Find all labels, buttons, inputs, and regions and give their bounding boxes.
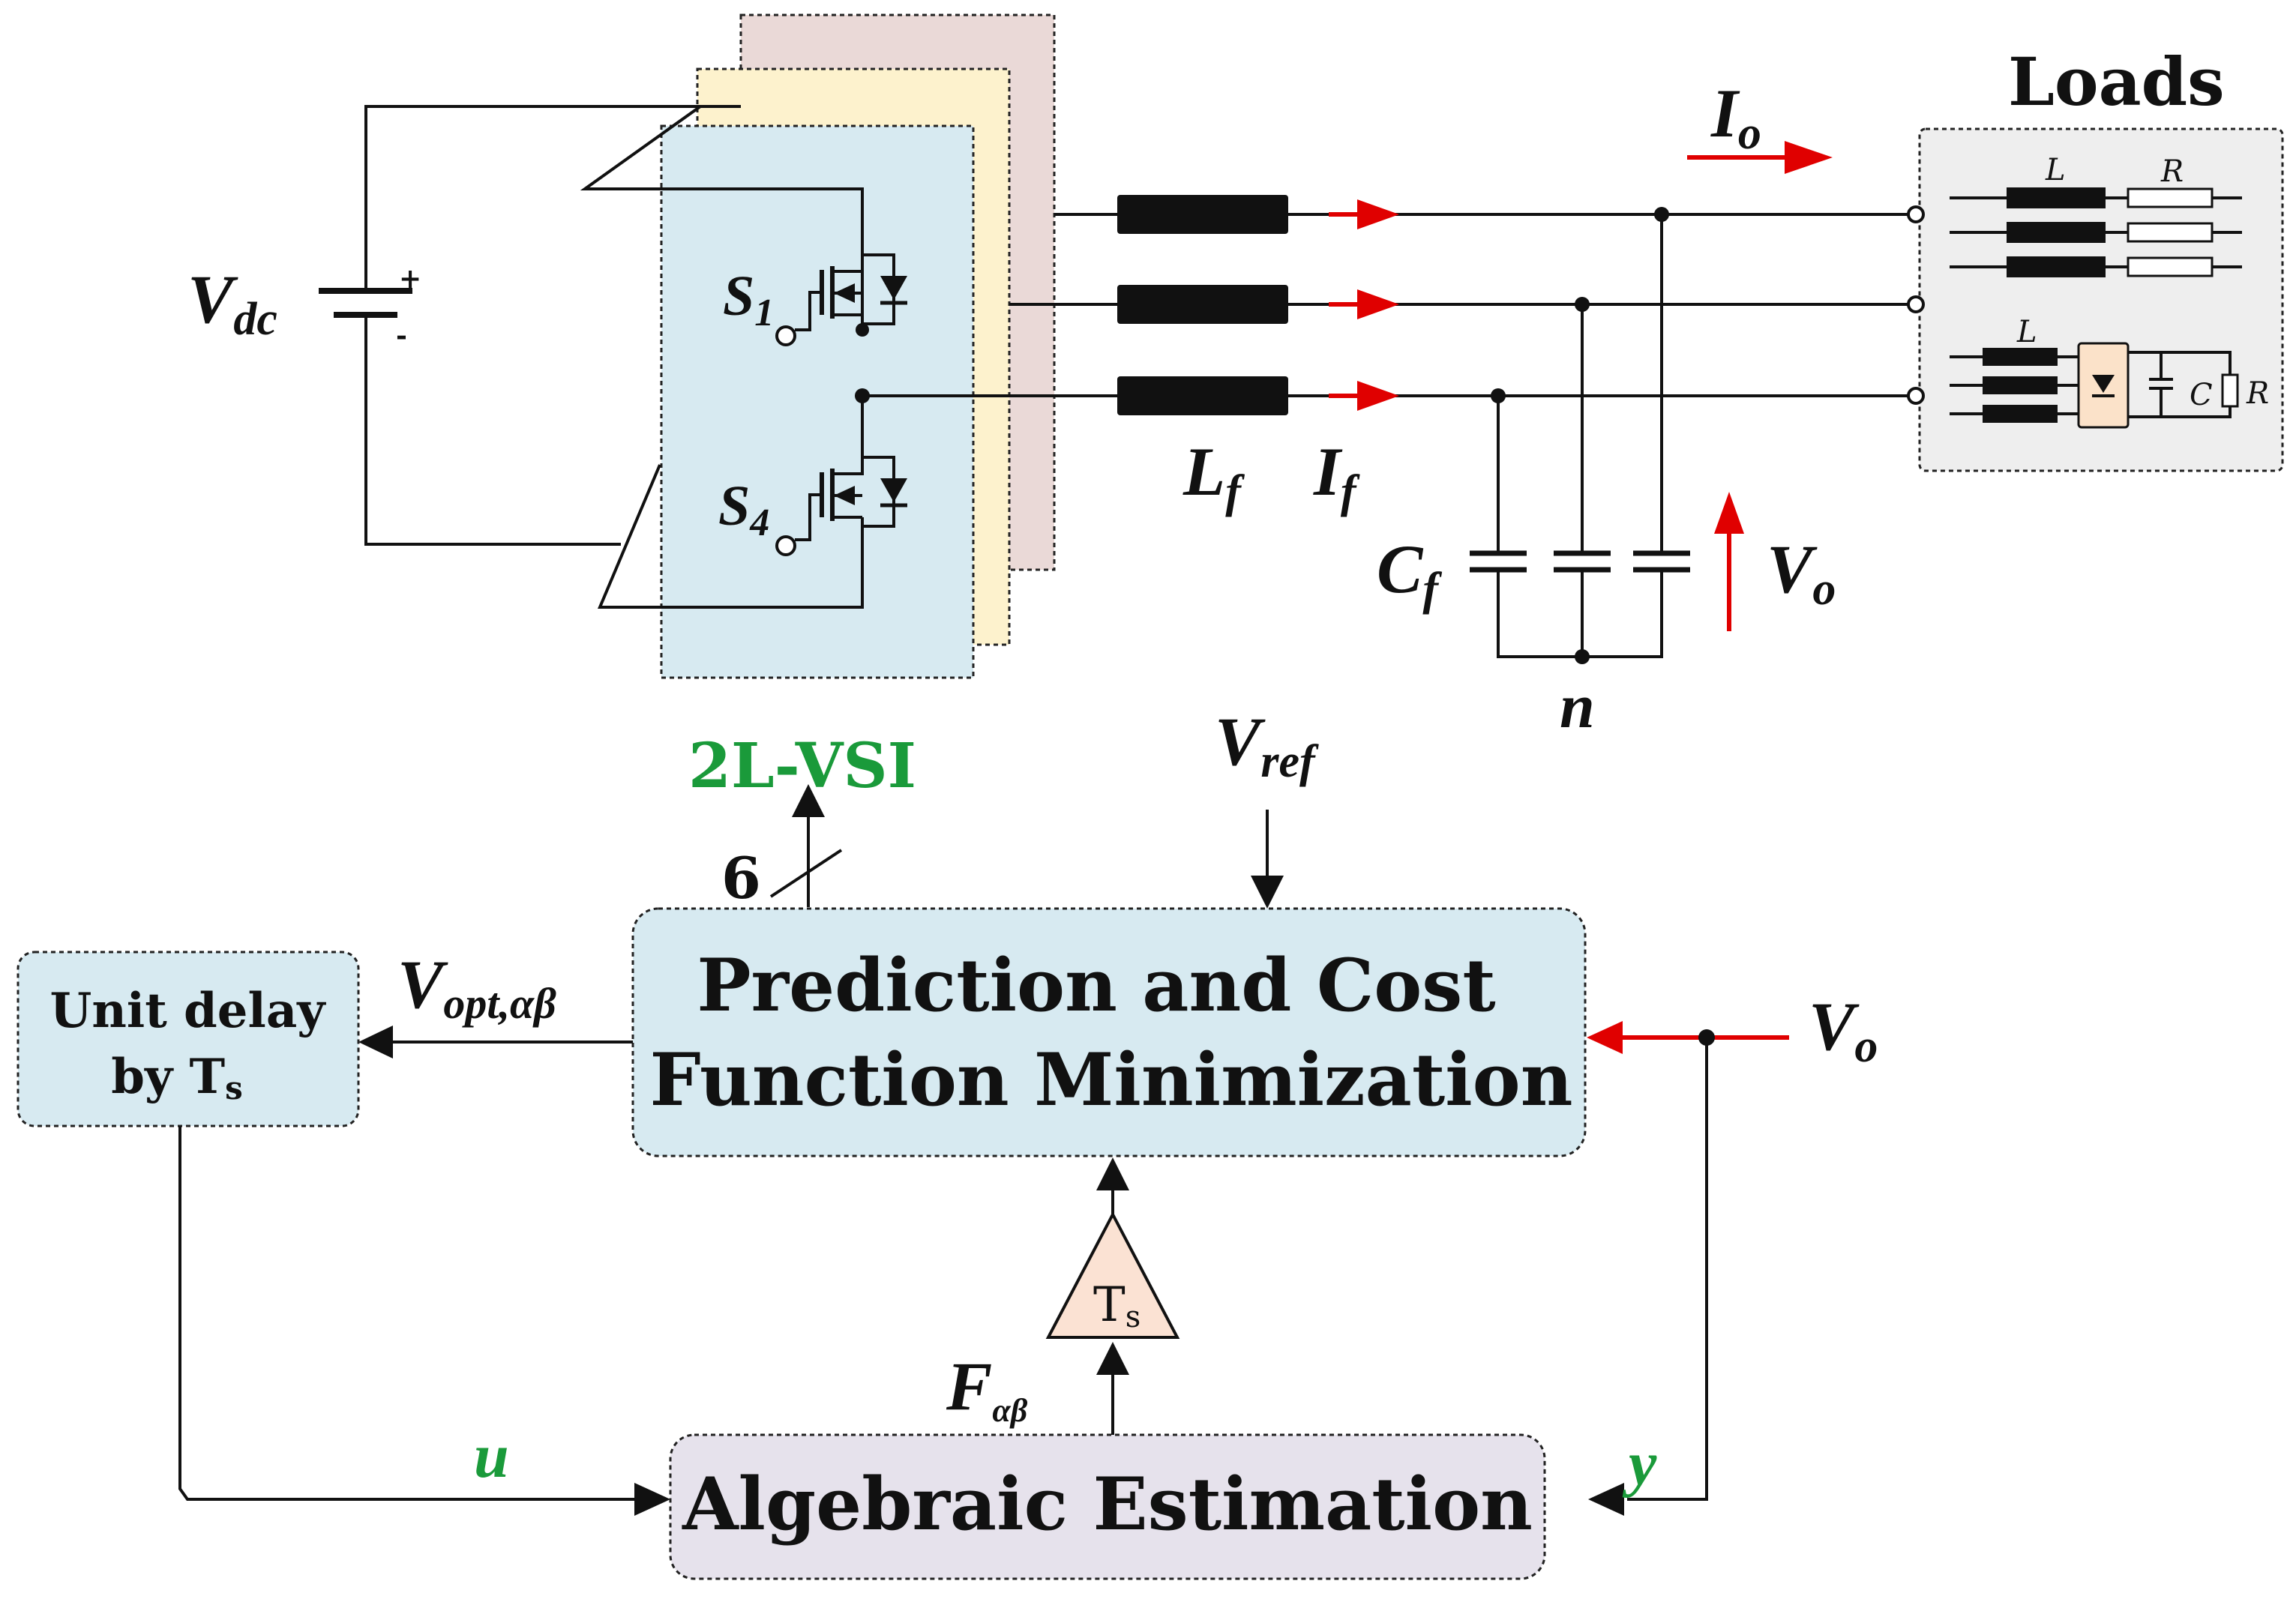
f-alphabeta-arrow [1096, 1342, 1129, 1435]
vopt-arrow [358, 1026, 633, 1059]
if-current-arrows [1329, 199, 1399, 411]
algebraic-estimation-label: Algebraic Estimation [682, 1462, 1533, 1547]
switch-s1-icon [775, 240, 907, 346]
vopt-label: Vopt,αβ [397, 946, 556, 1028]
power-circuit: + - Vdc S1 [187, 13, 2284, 741]
vo-feedback-label: Vo [1809, 988, 1878, 1072]
if-label: If [1313, 433, 1360, 517]
battery-minus: - [396, 320, 407, 352]
rl-load-icon [1950, 187, 2242, 277]
vdc-label: Vdc [187, 261, 277, 345]
switch-s4-icon [775, 396, 907, 607]
prediction-block-line2: Function Minimization [650, 1038, 1573, 1122]
unit-delay-line1: Unit delay [50, 983, 327, 1039]
s4-label: S4 [718, 475, 769, 544]
cf-label: Cf [1377, 531, 1442, 615]
y-label: y [1622, 1429, 1657, 1499]
gate-signal-arrow [769, 784, 843, 907]
dc-bus-wires [364, 105, 864, 609]
algebraic-estimation-block [669, 1433, 1546, 1580]
neutral-n-label: n [1560, 672, 1595, 741]
u-label: u [474, 1421, 509, 1491]
filter-inductor-c [1117, 376, 1288, 415]
unit-delay-line2: by Ts [111, 1049, 243, 1106]
ts-gain-label: Ts [1093, 1277, 1141, 1334]
lf-label: Lf [1182, 433, 1245, 517]
control-diagram: 2L-VSI 6 Vref Prediction and Cost Functi… [16, 703, 1878, 1580]
prediction-block [631, 907, 1587, 1157]
rectifier-load-icon [1950, 342, 2239, 429]
ts-gain-triangle [1045, 1157, 1180, 1339]
filter-inductor-b [1117, 285, 1288, 324]
load-r2-label: R [2246, 376, 2269, 411]
unit-delay-block [16, 951, 360, 1127]
io-label: Io [1710, 75, 1761, 159]
loads-title: Loads [2008, 43, 2225, 121]
bus-count-label: 6 [721, 845, 761, 912]
load-c2-label: C [2190, 378, 2213, 412]
load-l2-label: L [2016, 315, 2037, 349]
vo-label: Vo [1767, 531, 1836, 615]
f-alphabeta-label: Fαβ [946, 1348, 1028, 1429]
vo-voltage-arrow [1714, 492, 1744, 631]
prediction-block-line1: Prediction and Cost [697, 943, 1495, 1028]
u-signal-arrow [178, 1126, 670, 1516]
io-current-arrow [1687, 141, 1833, 174]
vo-feedback-arrow [1587, 1021, 1789, 1516]
vref-arrow [1251, 810, 1284, 909]
load-r1-label: R [2160, 154, 2184, 189]
dc-source-battery-icon: + - [319, 263, 421, 352]
vref-label: Vref [1215, 703, 1319, 787]
vsi-leg-box-front [660, 124, 975, 679]
load-l1-label: L [2045, 153, 2066, 187]
vsi-label: 2L-VSI [688, 730, 916, 802]
filter-inductor-a [1117, 195, 1288, 234]
battery-plus: + [399, 263, 421, 295]
s1-label: S1 [723, 265, 774, 334]
filter-capacitors [1470, 207, 1690, 664]
